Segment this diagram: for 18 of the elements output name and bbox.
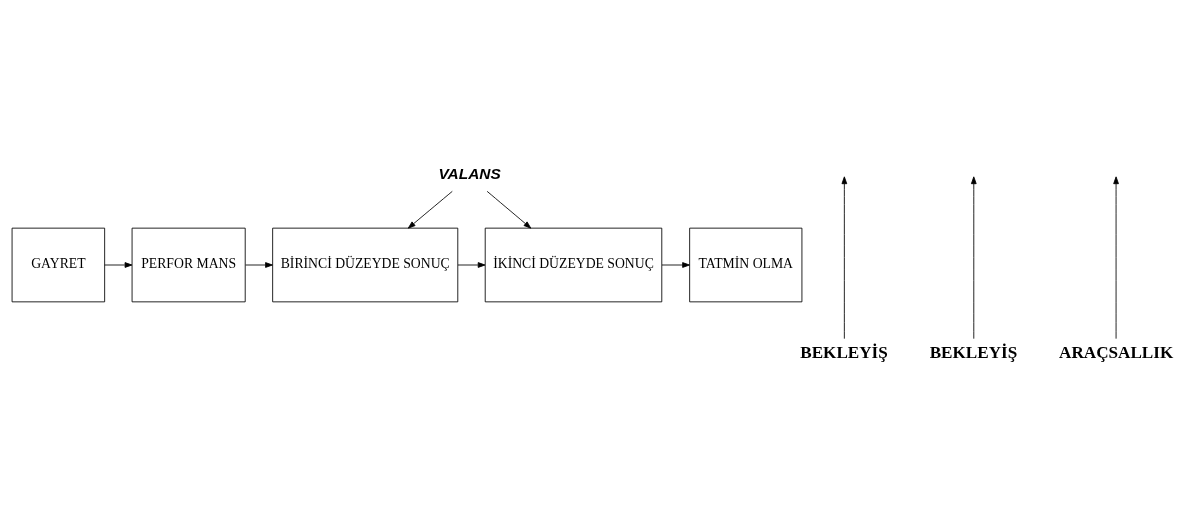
node-text: VALANS [438,164,501,182]
node-box: BİRİNCİ DÜZEYDE SONUÇ [272,227,459,302]
arrow [457,261,486,268]
node-text: BEKLEYİŞ [929,342,1018,362]
arrow [841,175,848,339]
node-box: TATMİN OLMA [689,227,803,302]
node-box: PERFOR MANS [131,227,246,302]
arrow [104,261,133,268]
node-box: İKİNCİ DÜZEYDE SONUÇ [484,227,663,302]
arrow [245,261,273,268]
node-text: ARAÇSALLIK [1059,342,1174,362]
arrow [661,261,690,268]
arrow [407,190,453,229]
node-box: GAYRET [11,227,106,302]
arrow [1113,175,1119,339]
arrow [486,190,532,229]
node-text: BEKLEYİŞ [800,342,888,362]
arrow [970,175,977,339]
